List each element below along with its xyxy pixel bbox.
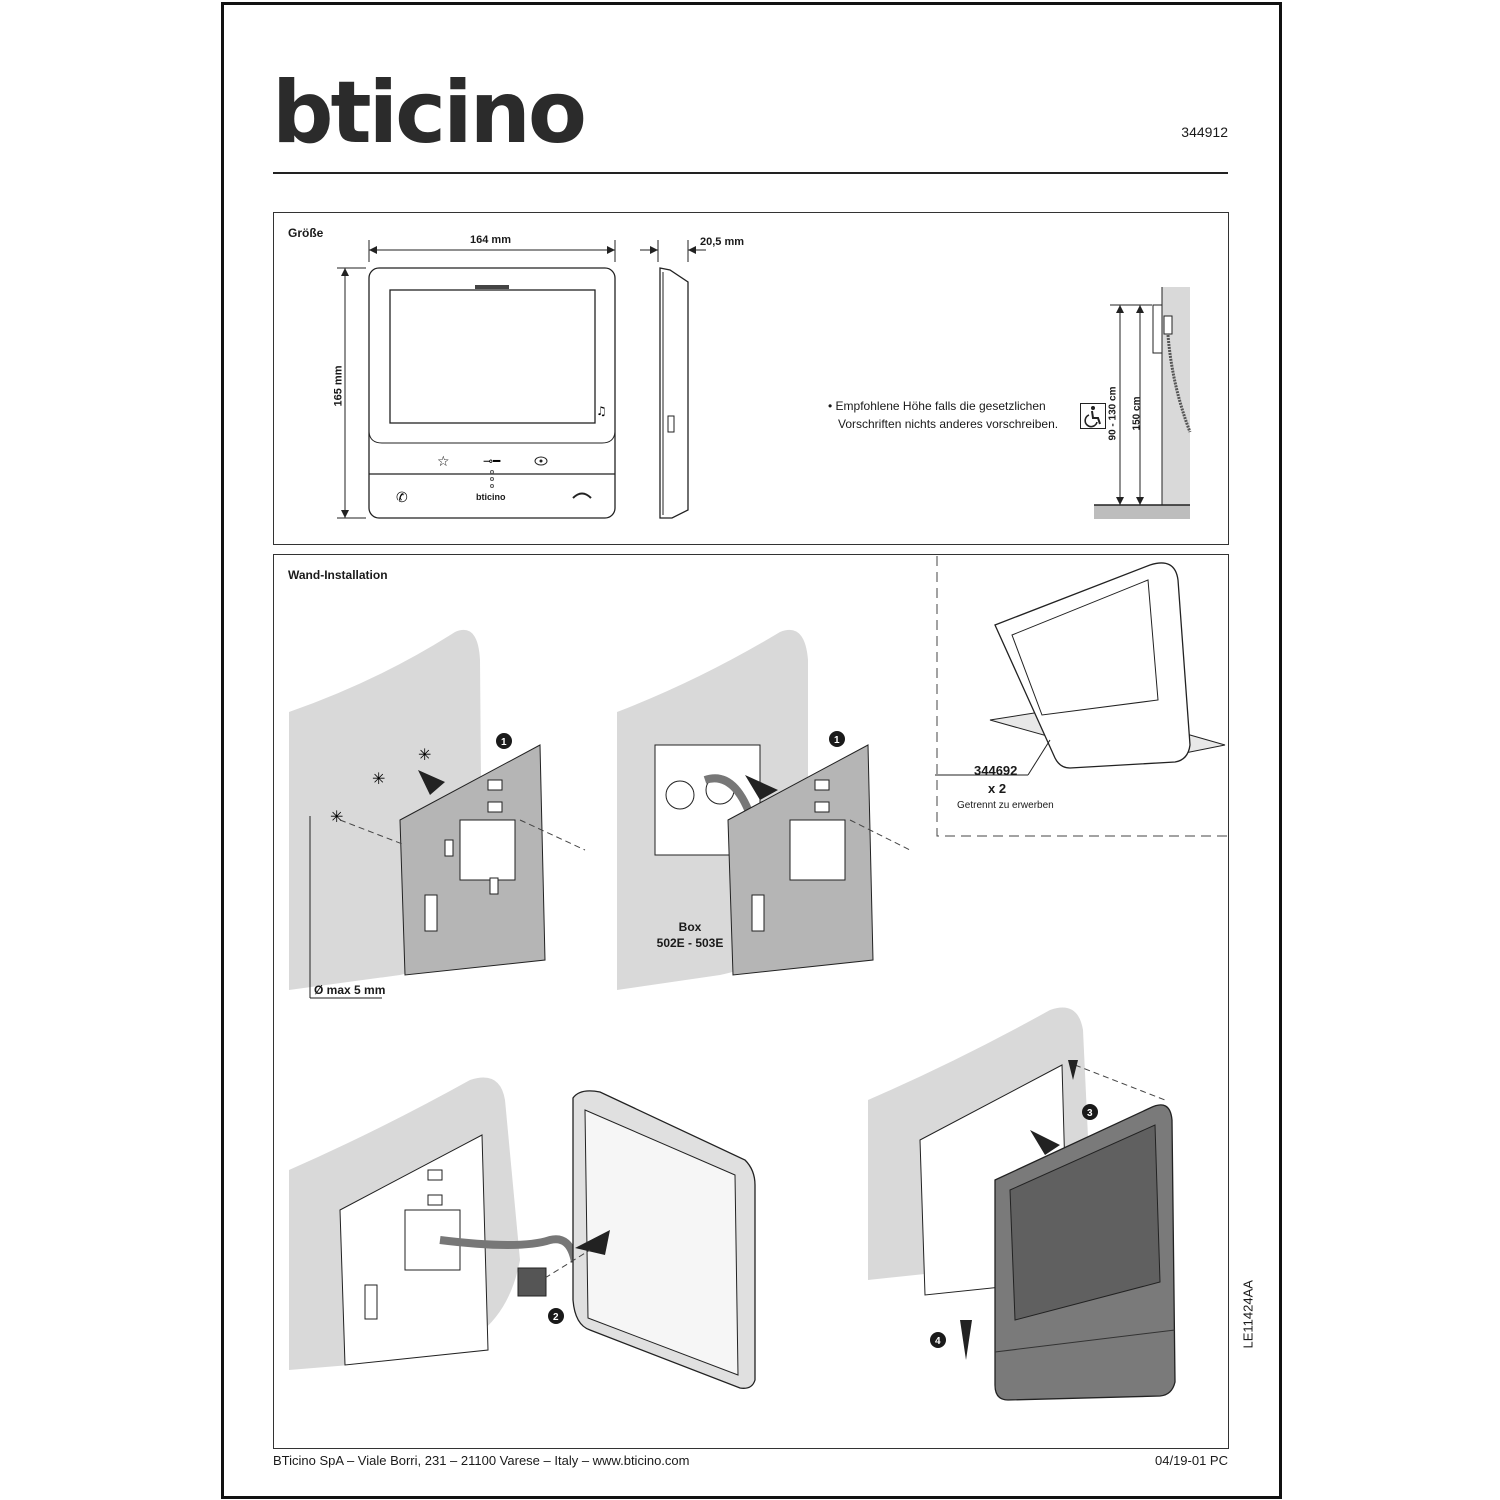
- box-label-line2: 502E - 503E: [656, 936, 724, 950]
- box-label: Box 502E - 503E: [657, 919, 724, 951]
- device-brand-mark: bticino: [476, 492, 506, 502]
- brand-logo: bticino: [272, 63, 587, 163]
- mount-note-line1: Empfohlene Höhe falls die gesetzlichen: [835, 399, 1046, 413]
- mount-height-note: • Empfohlene Höhe falls die gesetzlichen…: [828, 399, 1059, 431]
- footer-address: BTicino SpA – Viale Borri, 231 – 21100 V…: [273, 1453, 690, 1468]
- svg-text:✳: ✳: [372, 769, 385, 788]
- svg-text:✳: ✳: [418, 745, 431, 764]
- svg-text:⊸━: ⊸━: [483, 454, 501, 468]
- svg-text:✳: ✳: [330, 807, 343, 826]
- drill-diameter-label: Ø max 5 mm: [314, 983, 386, 997]
- box-label-line1: Box: [678, 920, 702, 934]
- svg-text:1: 1: [501, 737, 507, 748]
- size-panel-title: Größe: [288, 226, 324, 240]
- mount-note-line2: Vorschriften nichts anderes vorschreiben…: [838, 417, 1059, 431]
- header-divider: [273, 172, 1228, 174]
- width-dimension-label: 164 mm: [470, 234, 511, 246]
- svg-text:3: 3: [1087, 1108, 1093, 1119]
- accessory-note: Getrennt zu erwerben: [957, 800, 1054, 811]
- document-code: LE11424AA: [1240, 1280, 1256, 1349]
- svg-text:☆: ☆: [437, 454, 450, 470]
- svg-text:✆: ✆: [396, 490, 408, 506]
- wheelchair-icon: [1080, 403, 1106, 429]
- wall-install-panel: [273, 554, 1229, 1449]
- svg-text:2: 2: [553, 1312, 559, 1323]
- accessory-quantity: x 2: [988, 781, 1007, 796]
- accessory-code: 344692: [974, 763, 1018, 778]
- svg-text:1: 1: [834, 735, 840, 746]
- depth-dimension-label: 20,5 mm: [700, 236, 745, 248]
- size-panel: [273, 212, 1229, 545]
- svg-text:♫: ♫: [596, 404, 607, 418]
- product-code: 344912: [1181, 124, 1228, 140]
- wall-install-title: Wand-Installation: [288, 568, 388, 582]
- svg-text:4: 4: [935, 1336, 941, 1347]
- footer-revision: 04/19-01 PC: [1155, 1453, 1228, 1468]
